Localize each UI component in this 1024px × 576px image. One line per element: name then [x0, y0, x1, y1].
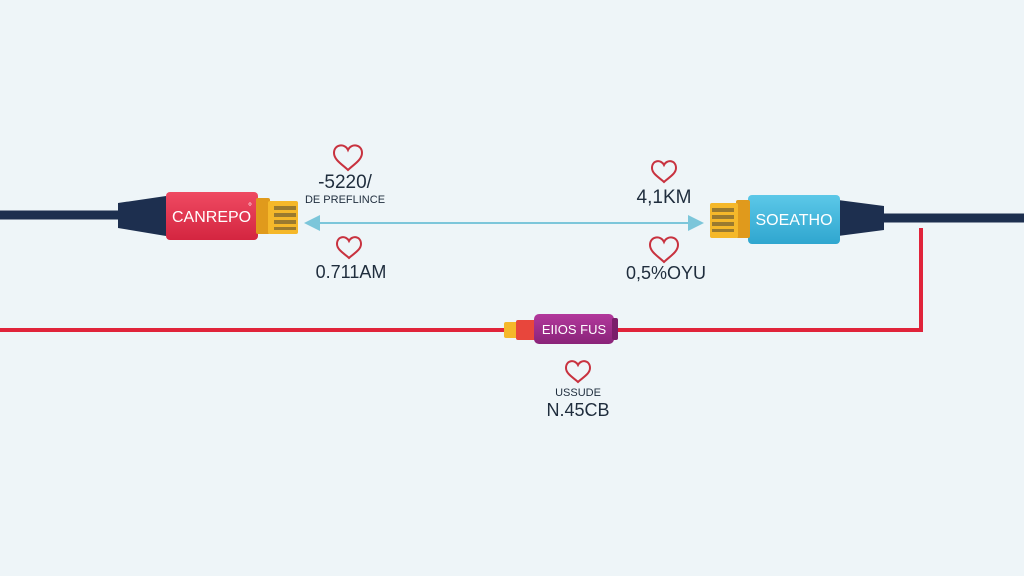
left-connector-mark: °	[248, 202, 252, 213]
middle-connector-label: EIIOS FUS	[542, 322, 607, 337]
heart-icon	[332, 144, 364, 172]
left-top-caption: DE PREFLINCE	[305, 194, 385, 206]
heart-icon	[650, 160, 678, 184]
left-top-value: -5220/	[318, 172, 373, 193]
left-bottom-value: 0.711AM	[316, 262, 387, 282]
right-connector-label: SOEATHO	[755, 212, 832, 229]
right-connector[interactable]: SOEATHO	[710, 195, 884, 244]
red-cable	[0, 228, 923, 332]
right-top-value: 4,1KM	[637, 187, 692, 208]
heart-icon	[648, 236, 680, 264]
heart-icon	[335, 236, 363, 260]
middle-connector[interactable]: EIIOS FUS	[504, 314, 618, 344]
left-connector[interactable]: CANREPO °	[118, 192, 298, 240]
left-connector-label: CANREPO	[172, 209, 251, 226]
right-bottom-value: 0,5%OYU	[626, 263, 706, 283]
heart-icon	[564, 360, 592, 384]
bottom-caption: USSUDE	[555, 387, 601, 399]
bottom-value: N.45CB	[546, 400, 609, 420]
